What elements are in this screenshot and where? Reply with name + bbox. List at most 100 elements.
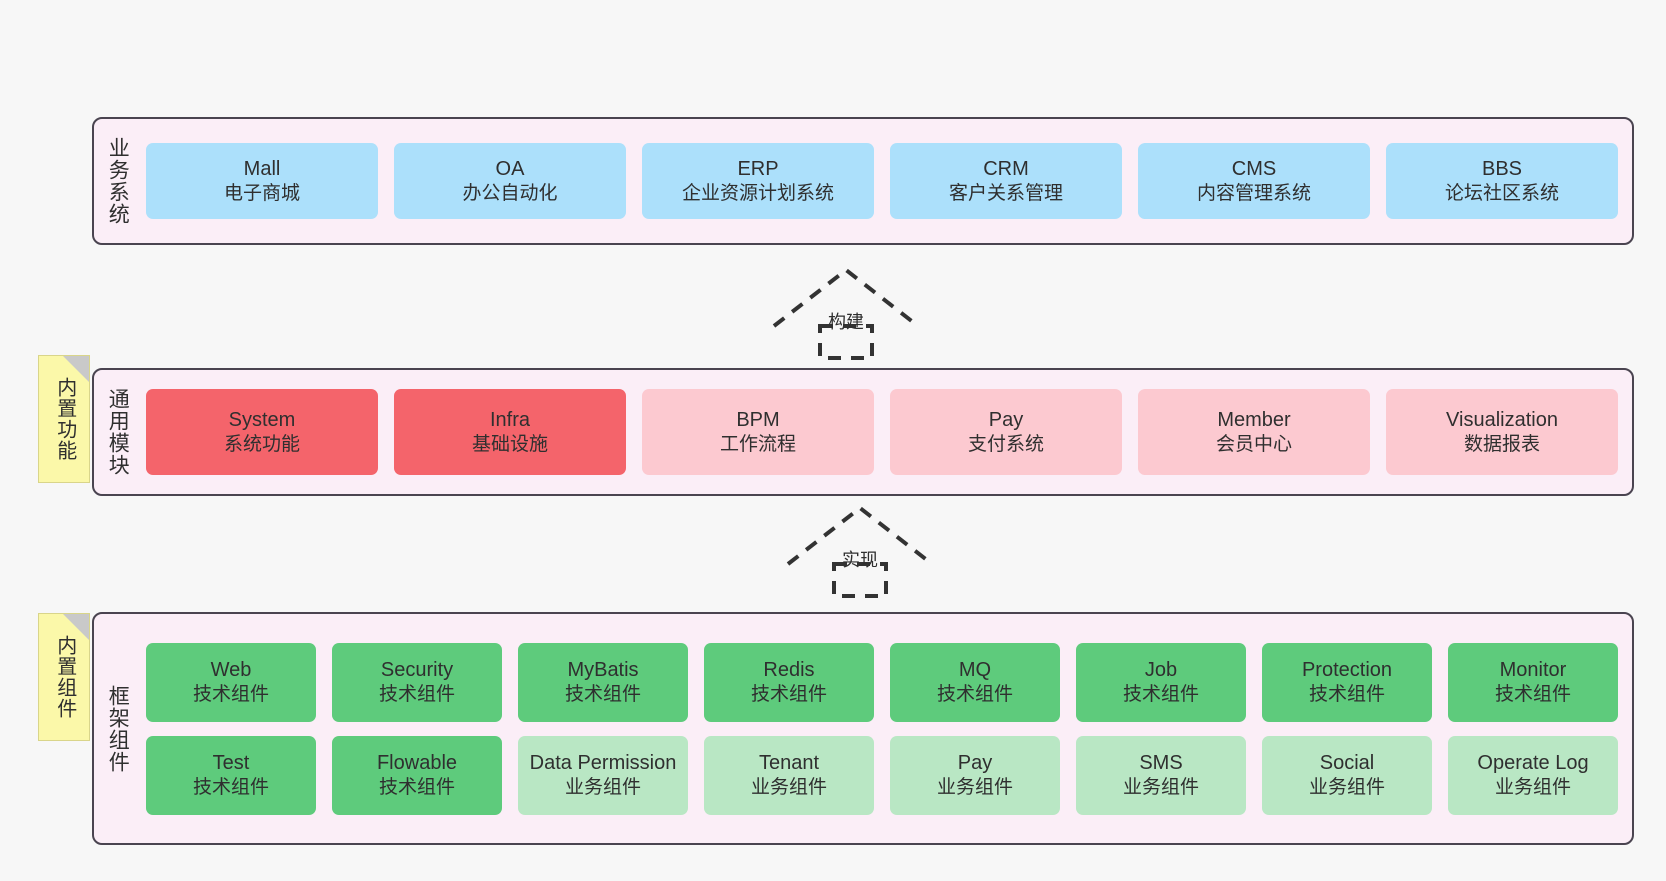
card-cms[interactable]: CMS 内容管理系统 (1138, 143, 1370, 219)
card-title: Infra (489, 409, 531, 432)
card-subtitle: 技术组件 (378, 776, 455, 798)
card-title: System (228, 409, 296, 432)
card-protection[interactable]: Protection 技术组件 (1262, 642, 1432, 722)
card-subtitle: 电子商城 (223, 182, 300, 204)
card-web[interactable]: Web 技术组件 (146, 642, 316, 722)
card-subtitle: 技术组件 (564, 683, 641, 705)
card-erp[interactable]: ERP 企业资源计划系统 (642, 143, 874, 219)
card-bbs[interactable]: BBS 论坛社区系统 (1386, 143, 1618, 219)
page-fold-icon (63, 614, 89, 640)
sticky-note-label: 内置组件 (53, 635, 76, 719)
card-subtitle: 业务组件 (1494, 776, 1571, 798)
page-fold-icon (63, 356, 89, 382)
card-subtitle: 业务组件 (936, 776, 1013, 798)
card-subtitle: 技术组件 (192, 683, 269, 705)
layer-body-common-module: System 系统功能 Infra 基础设施 BPM 工作流程 Pay 支付系统… (140, 370, 1632, 494)
card-subtitle: 技术组件 (1308, 683, 1385, 705)
card-title: Pay (988, 409, 1024, 432)
card-subtitle: 客户关系管理 (948, 182, 1063, 204)
card-title: CRM (983, 158, 1029, 181)
card-title: Web (210, 659, 252, 682)
card-title: Tenant (758, 752, 820, 775)
card-title: Member (1217, 409, 1291, 432)
card-visualization[interactable]: Visualization 数据报表 (1386, 389, 1618, 475)
sticky-note-builtin-component: 内置组件 (38, 613, 90, 741)
layer-business-system: 业务系统 Mall 电子商城 OA 办公自动化 ERP 企业资源计划系统 CRM… (92, 117, 1634, 245)
sticky-note-label: 内置功能 (53, 377, 76, 461)
card-subtitle: 论坛社区系统 (1444, 182, 1559, 204)
layer-common-module: 通用模块 System 系统功能 Infra 基础设施 BPM 工作流程 Pay… (92, 368, 1634, 496)
card-mybatis[interactable]: MyBatis 技术组件 (518, 642, 688, 722)
card-test[interactable]: Test 技术组件 (146, 735, 316, 815)
layer-title-framework-component: 框架组件 (106, 684, 130, 773)
card-social[interactable]: Social 业务组件 (1262, 735, 1432, 815)
card-title: CMS (1231, 158, 1277, 181)
card-bpm[interactable]: BPM 工作流程 (642, 389, 874, 475)
connector-build: 构建 (766, 262, 926, 360)
card-subtitle: 办公自动化 (462, 182, 558, 204)
card-redis[interactable]: Redis 技术组件 (704, 642, 874, 722)
connector-stem (832, 562, 888, 598)
card-subtitle: 技术组件 (936, 683, 1013, 705)
card-system[interactable]: System 系统功能 (146, 389, 378, 475)
card-title: Test (212, 752, 250, 775)
card-mq[interactable]: MQ 技术组件 (890, 642, 1060, 722)
card-mall[interactable]: Mall 电子商城 (146, 143, 378, 219)
card-subtitle: 技术组件 (1122, 683, 1199, 705)
card-member[interactable]: Member 会员中心 (1138, 389, 1370, 475)
connector-implement: 实现 (780, 500, 940, 598)
card-job[interactable]: Job 技术组件 (1076, 642, 1246, 722)
connector-label: 实现 (842, 550, 878, 570)
card-title: OA (495, 158, 525, 181)
card-title: BPM (736, 409, 780, 432)
card-tenant[interactable]: Tenant 业务组件 (704, 735, 874, 815)
card-title: ERP (737, 158, 779, 181)
card-monitor[interactable]: Monitor 技术组件 (1448, 642, 1618, 722)
card-title: Visualization (1446, 409, 1558, 432)
layer-body-business-system: Mall 电子商城 OA 办公自动化 ERP 企业资源计划系统 CRM 客户关系… (140, 119, 1632, 243)
card-pay-business[interactable]: Pay 业务组件 (890, 735, 1060, 815)
card-title: Mall (243, 158, 281, 181)
card-subtitle: 业务组件 (564, 776, 641, 798)
sticky-note-builtin-feature: 内置功能 (38, 355, 90, 483)
card-crm[interactable]: CRM 客户关系管理 (890, 143, 1122, 219)
card-data-permission[interactable]: Data Permission 业务组件 (518, 735, 688, 815)
card-security[interactable]: Security 技术组件 (332, 642, 502, 722)
card-subtitle: 技术组件 (192, 776, 269, 798)
card-row: Test 技术组件 Flowable 技术组件 Data Permission … (146, 735, 1618, 815)
card-pay[interactable]: Pay 支付系统 (890, 389, 1122, 475)
card-sms[interactable]: SMS 业务组件 (1076, 735, 1246, 815)
card-subtitle: 技术组件 (1494, 683, 1571, 705)
card-subtitle: 业务组件 (1122, 776, 1199, 798)
card-title: Security (380, 659, 454, 682)
card-title: Monitor (1499, 659, 1567, 682)
card-title: Data Permission (529, 752, 677, 775)
card-title: Job (1144, 659, 1178, 682)
card-subtitle: 技术组件 (750, 683, 827, 705)
generalization-arrowhead (786, 505, 934, 566)
generalization-arrowhead (772, 267, 920, 328)
card-title: Flowable (376, 752, 458, 775)
card-title: BBS (1481, 158, 1523, 181)
card-row: Web 技术组件 Security 技术组件 MyBatis 技术组件 Redi… (146, 642, 1618, 722)
layer-body-framework-component: Web 技术组件 Security 技术组件 MyBatis 技术组件 Redi… (140, 614, 1632, 843)
card-flowable[interactable]: Flowable 技术组件 (332, 735, 502, 815)
card-subtitle: 会员中心 (1215, 433, 1292, 455)
card-title: Protection (1301, 659, 1393, 682)
card-subtitle: 企业资源计划系统 (681, 182, 834, 204)
card-subtitle: 内容管理系统 (1196, 182, 1311, 204)
card-subtitle: 系统功能 (223, 433, 300, 455)
card-title: Pay (957, 752, 993, 775)
card-subtitle: 基础设施 (471, 433, 548, 455)
card-operate-log[interactable]: Operate Log 业务组件 (1448, 735, 1618, 815)
layer-framework-component: 框架组件 Web 技术组件 Security 技术组件 MyBatis 技术组件… (92, 612, 1634, 845)
card-row: Mall 电子商城 OA 办公自动化 ERP 企业资源计划系统 CRM 客户关系… (146, 143, 1618, 219)
card-subtitle: 业务组件 (750, 776, 827, 798)
card-infra[interactable]: Infra 基础设施 (394, 389, 626, 475)
card-title: Social (1319, 752, 1375, 775)
card-subtitle: 业务组件 (1308, 776, 1385, 798)
card-oa[interactable]: OA 办公自动化 (394, 143, 626, 219)
card-row: System 系统功能 Infra 基础设施 BPM 工作流程 Pay 支付系统… (146, 389, 1618, 475)
card-subtitle: 支付系统 (967, 433, 1044, 455)
